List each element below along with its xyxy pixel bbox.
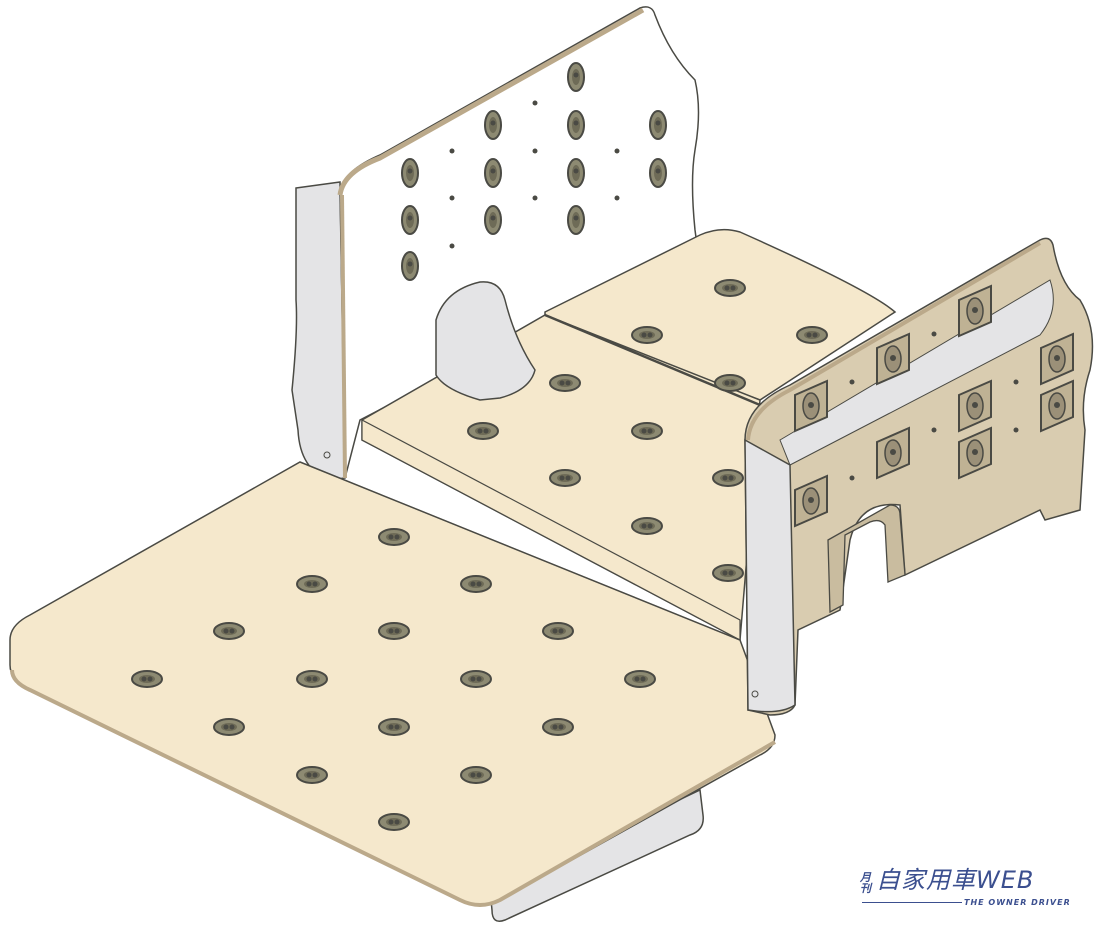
front-support-strip xyxy=(489,788,704,922)
logo-underline xyxy=(862,902,962,903)
logo-kanji-small: 月刊 xyxy=(860,871,871,895)
back-floor-board xyxy=(544,228,897,401)
wall-front-edge xyxy=(340,194,347,479)
wall-left-support xyxy=(291,181,346,481)
logo-subtitle: THE OWNER DRIVER xyxy=(964,898,1071,907)
side-front-strip xyxy=(744,438,796,713)
side-top-edge xyxy=(746,241,1042,441)
logo-main-text: 自家用車WEB xyxy=(876,866,1035,894)
side-metal-strip xyxy=(779,279,1054,466)
side-wheel-arch xyxy=(827,504,906,614)
wall-top-edge xyxy=(337,7,645,196)
wheel-house-cover xyxy=(435,281,536,401)
front-board-edge xyxy=(10,669,776,907)
side-panel-holes xyxy=(849,331,1019,481)
publisher-logo: 月刊 自家用車WEB THE OWNER DRIVER xyxy=(860,866,1080,912)
partition-wall xyxy=(339,6,700,479)
wall-holes xyxy=(449,100,620,249)
